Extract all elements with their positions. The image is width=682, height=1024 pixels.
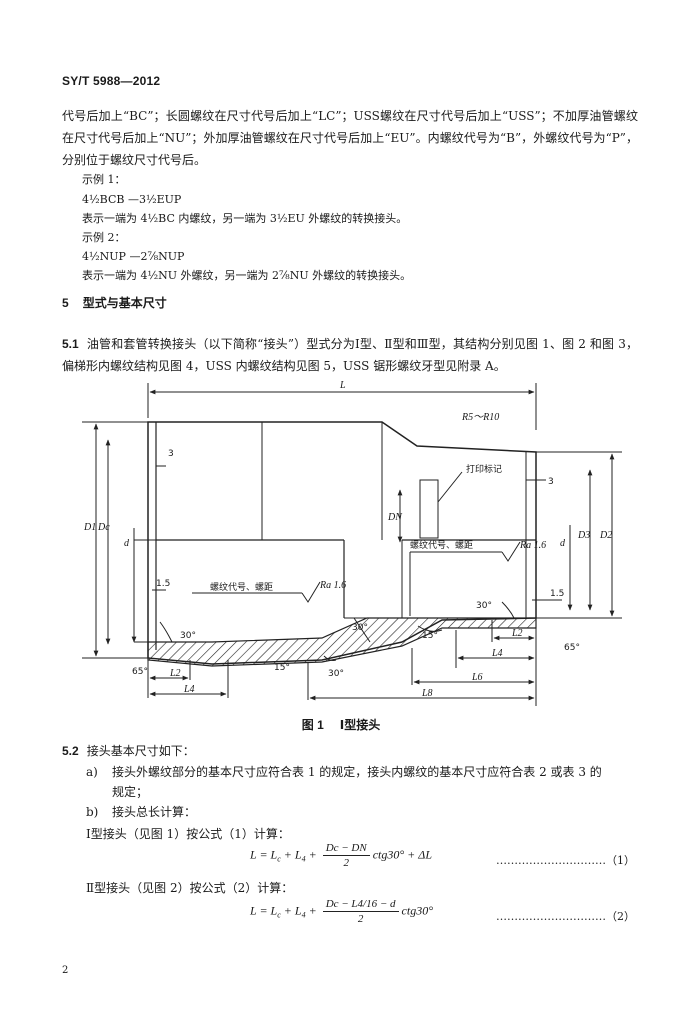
dim-3-right: 3	[548, 477, 554, 487]
f2-plus: + L	[280, 903, 302, 918]
clause-title: 接头基本尺寸如下：	[86, 744, 195, 758]
f2-sub1: c	[277, 910, 281, 920]
dim-d-right: d	[560, 538, 566, 549]
type2-intro: Ⅱ型接头（见图 2）按公式（2）计算：	[86, 881, 294, 895]
angle-30-d: 30°	[476, 601, 492, 611]
equation-2-number: …………………………（2）	[496, 910, 635, 923]
example2-desc: 表示一端为 4½NU 外螺纹，另一端为 2⅞NU 外螺纹的转换接头。	[82, 269, 412, 282]
type1-intro: Ⅰ型接头（见图 1）按公式（1）计算：	[86, 827, 290, 841]
dim-DN: DN	[387, 512, 403, 523]
angle-65-left: 65°	[132, 667, 148, 677]
dim-L4-left: L4	[183, 684, 195, 695]
dim-L4-right: L4	[491, 648, 503, 659]
example1-code: 4½BCB —3½EUP	[82, 193, 182, 206]
f1-lhs: L = L	[250, 847, 278, 862]
page-number: 2	[62, 965, 69, 976]
dim-L2-left: L2	[169, 668, 181, 679]
angle-30-a: 30°	[180, 631, 196, 641]
radius-label: R5～R10	[461, 412, 499, 423]
dim-d-left: d	[124, 538, 130, 549]
thread-code-left: 螺纹代号、螺距	[210, 581, 273, 593]
item-a-text-2: 规定；	[112, 785, 149, 799]
dim-D1: D1	[83, 522, 96, 533]
f2-sub2: 4	[301, 910, 306, 920]
item-a-text-1: 接头外螺纹部分的基本尺寸应符合表 1 的规定，接头内螺纹的基本尺寸应符合表 2 …	[112, 765, 602, 779]
dim-L: L	[339, 380, 346, 391]
f1-plus2: +	[305, 847, 320, 862]
angle-65-right: 65°	[564, 643, 580, 653]
item-b-text: 接头总长计算：	[112, 805, 197, 819]
f1-denominator: 2	[343, 857, 349, 869]
dim-L8: L8	[421, 688, 433, 699]
example2-code: 4½NUP —2⅞NUP	[82, 250, 185, 263]
clause-number: 5.2	[62, 744, 79, 758]
roughness-left: Ra 1.6	[319, 580, 346, 591]
figure-1-drawing: L R5～R10 D1 Dc d DN d D3 D2 L2 L4 L2 L4 …	[82, 380, 622, 706]
clause-5-2: 5.2 接头基本尺寸如下：	[62, 741, 195, 761]
print-mark-label: 打印标记	[466, 463, 502, 475]
dim-L2-right: L2	[511, 628, 523, 639]
angle-15-b: 15°	[422, 631, 438, 641]
f1-plus: + L	[280, 847, 302, 862]
f1-numerator: Dc − DN	[322, 842, 370, 856]
figure-1-caption: 图 1 Ⅰ型接头	[0, 716, 682, 733]
angle-30-c: 30°	[328, 669, 344, 679]
clause-number: 5.1	[62, 337, 79, 351]
figure-number: 图 1	[301, 718, 324, 732]
f2-denominator: 2	[357, 913, 364, 925]
item-a-label: a)	[86, 765, 98, 779]
f1-tail: ctg30° + ΔL	[372, 847, 432, 862]
dim-Dc: Dc	[97, 522, 110, 533]
clause-text: 油管和套管转换接头（以下简称“接头”）型式分为Ⅰ型、Ⅱ型和Ⅲ型，其结构分别见图 …	[62, 337, 638, 373]
f2-plus2: +	[305, 903, 320, 918]
dim-D3: D3	[577, 530, 590, 541]
section-title: 型式与基本尺寸	[82, 296, 167, 310]
dim-1-5-left: 1.5	[156, 579, 170, 589]
example2-label: 示例 2：	[82, 231, 126, 244]
item-b-label: b)	[86, 805, 99, 819]
dim-L6: L6	[471, 672, 483, 683]
equation-1-number: …………………………（1）	[496, 854, 635, 867]
standard-code: SY/T 5988—2012	[62, 74, 161, 88]
roughness-right: Ra 1.6	[519, 540, 546, 551]
section-number: 5	[62, 296, 69, 310]
f2-tail: ctg30°	[401, 903, 434, 918]
intro-paragraph: 代号后加上“BC”；长圆螺纹在尺寸代号后加上“LC”；USS螺纹在尺寸代号后加上…	[62, 109, 638, 167]
f2-lhs: L = L	[250, 903, 278, 918]
section-5-heading: 5 型式与基本尺寸	[62, 294, 167, 311]
angle-30-b: 30°	[352, 623, 368, 633]
example1-desc: 表示一端为 4½BC 内螺纹，另一端为 3½EU 外螺纹的转换接头。	[82, 212, 408, 225]
dim-1-5-right: 1.5	[550, 589, 564, 599]
figure-title: Ⅰ型接头	[339, 718, 381, 732]
example1-label: 示例 1：	[82, 173, 126, 186]
angle-15-a: 15°	[274, 663, 290, 673]
dim-3-left: 3	[168, 449, 174, 459]
f1-sub2: 4	[301, 854, 306, 864]
thread-code-right: 螺纹代号、螺距	[410, 539, 473, 551]
f1-sub1: c	[277, 854, 281, 864]
f2-numerator: Dc − L4/16 − d	[322, 898, 399, 912]
dim-D2: D2	[599, 530, 612, 541]
